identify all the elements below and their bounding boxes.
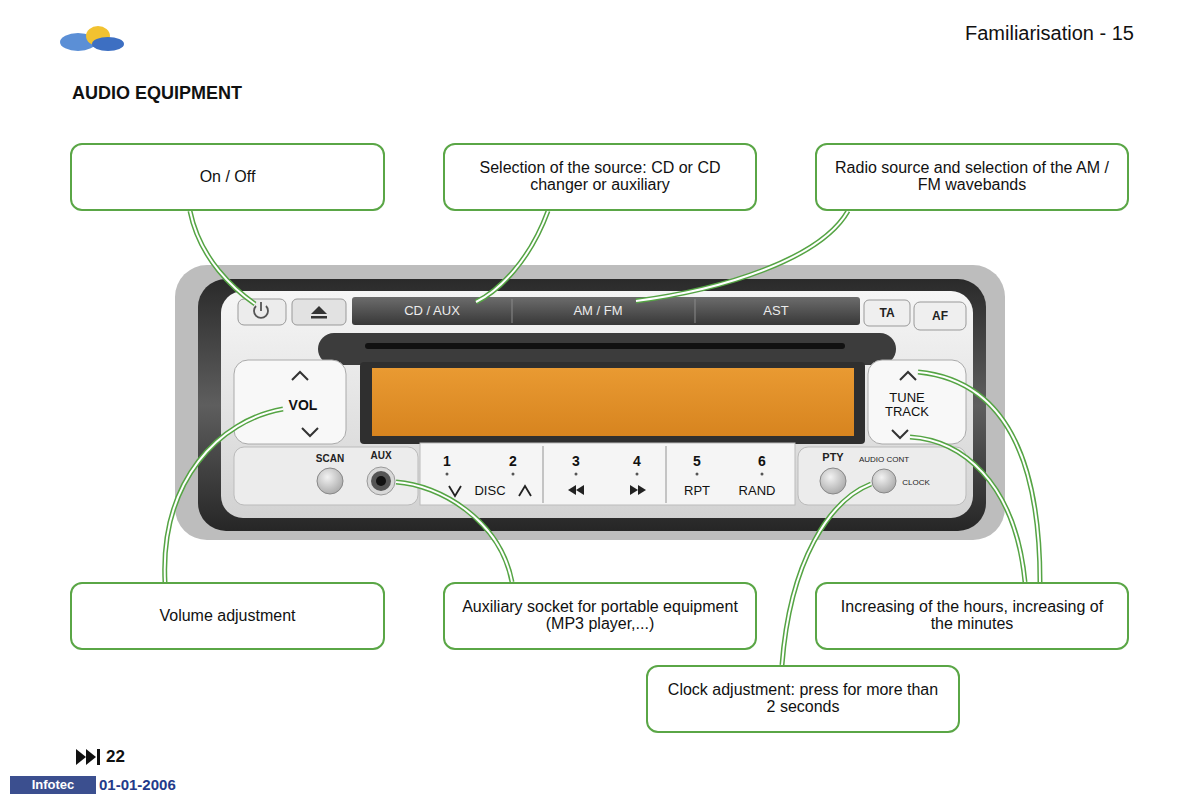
callout-text: Volume adjustment [159,608,295,625]
logo [60,26,124,51]
callout-box: Radio source and selection of the AM / F… [815,143,1129,211]
infotec-badge [10,776,96,794]
preset-number: 1 [443,454,451,469]
button-label: CD / AUX [404,304,460,318]
button-label: RAND [739,484,776,498]
button-label: TUNE TRACK [885,391,929,418]
button-label: AST [763,304,788,318]
socket-label: AUX [370,451,391,462]
callout-box: Increasing of the hours, increasing of t… [815,582,1129,650]
callout-text: Radio source and selection of the AM / F… [831,160,1113,194]
callout-text-group: On / Off [200,169,256,186]
preset-number: 2 [509,454,517,469]
callout-text: On / Off [200,169,256,186]
button-label: AUDIO CONT [859,456,909,464]
callout-text-group: Auxiliary socket for portable equipment … [459,599,741,633]
button-label: AM / FM [573,304,622,318]
brand-badge: Infotec [32,778,75,792]
page-header: Familiarisation - 15 [965,23,1134,44]
callout-box: Clock adjustment: press for more than 2 … [646,665,960,733]
preset-number: 3 [572,454,580,469]
button-label: TA [879,307,894,320]
callout-text: Auxiliary socket for portable equipment … [459,599,741,633]
date-stamp: 01-01-2006 [99,777,176,793]
callout-text-group: Clock adjustment: press for more than 2 … [662,682,944,716]
preset-number: 5 [693,454,701,469]
callout-text: Clock adjustment: press for more than 2 … [662,682,944,716]
button-label: RPT [684,484,710,498]
button-label: PTY [822,452,843,464]
page-title: AUDIO EQUIPMENT [72,83,242,104]
callout-text-group: Increasing of the hours, increasing of t… [831,599,1113,633]
preset-number: 6 [758,454,766,469]
callout-text-group: Selection of the source: CD or CD change… [459,160,741,194]
button-label: AF [932,310,948,323]
button-label: CLOCK [902,479,930,487]
callout-text: Selection of the source: CD or CD change… [459,160,741,194]
callout-text-group: Volume adjustment [159,608,295,625]
button-label: SCAN [316,454,344,465]
button-label: DISC [474,484,505,498]
callout-box: On / Off [70,143,385,211]
callout-box: Selection of the source: CD or CD change… [443,143,757,211]
preset-number: 4 [633,454,641,469]
callout-box: Volume adjustment [70,582,385,650]
callout-text-group: Radio source and selection of the AM / F… [831,160,1113,194]
callout-box: Auxiliary socket for portable equipment … [443,582,757,650]
callout-text: Increasing of the hours, increasing of t… [831,599,1113,633]
page-reference: 22 [106,748,125,766]
next-page-symbol [76,749,100,765]
button-label: VOL [289,398,318,413]
